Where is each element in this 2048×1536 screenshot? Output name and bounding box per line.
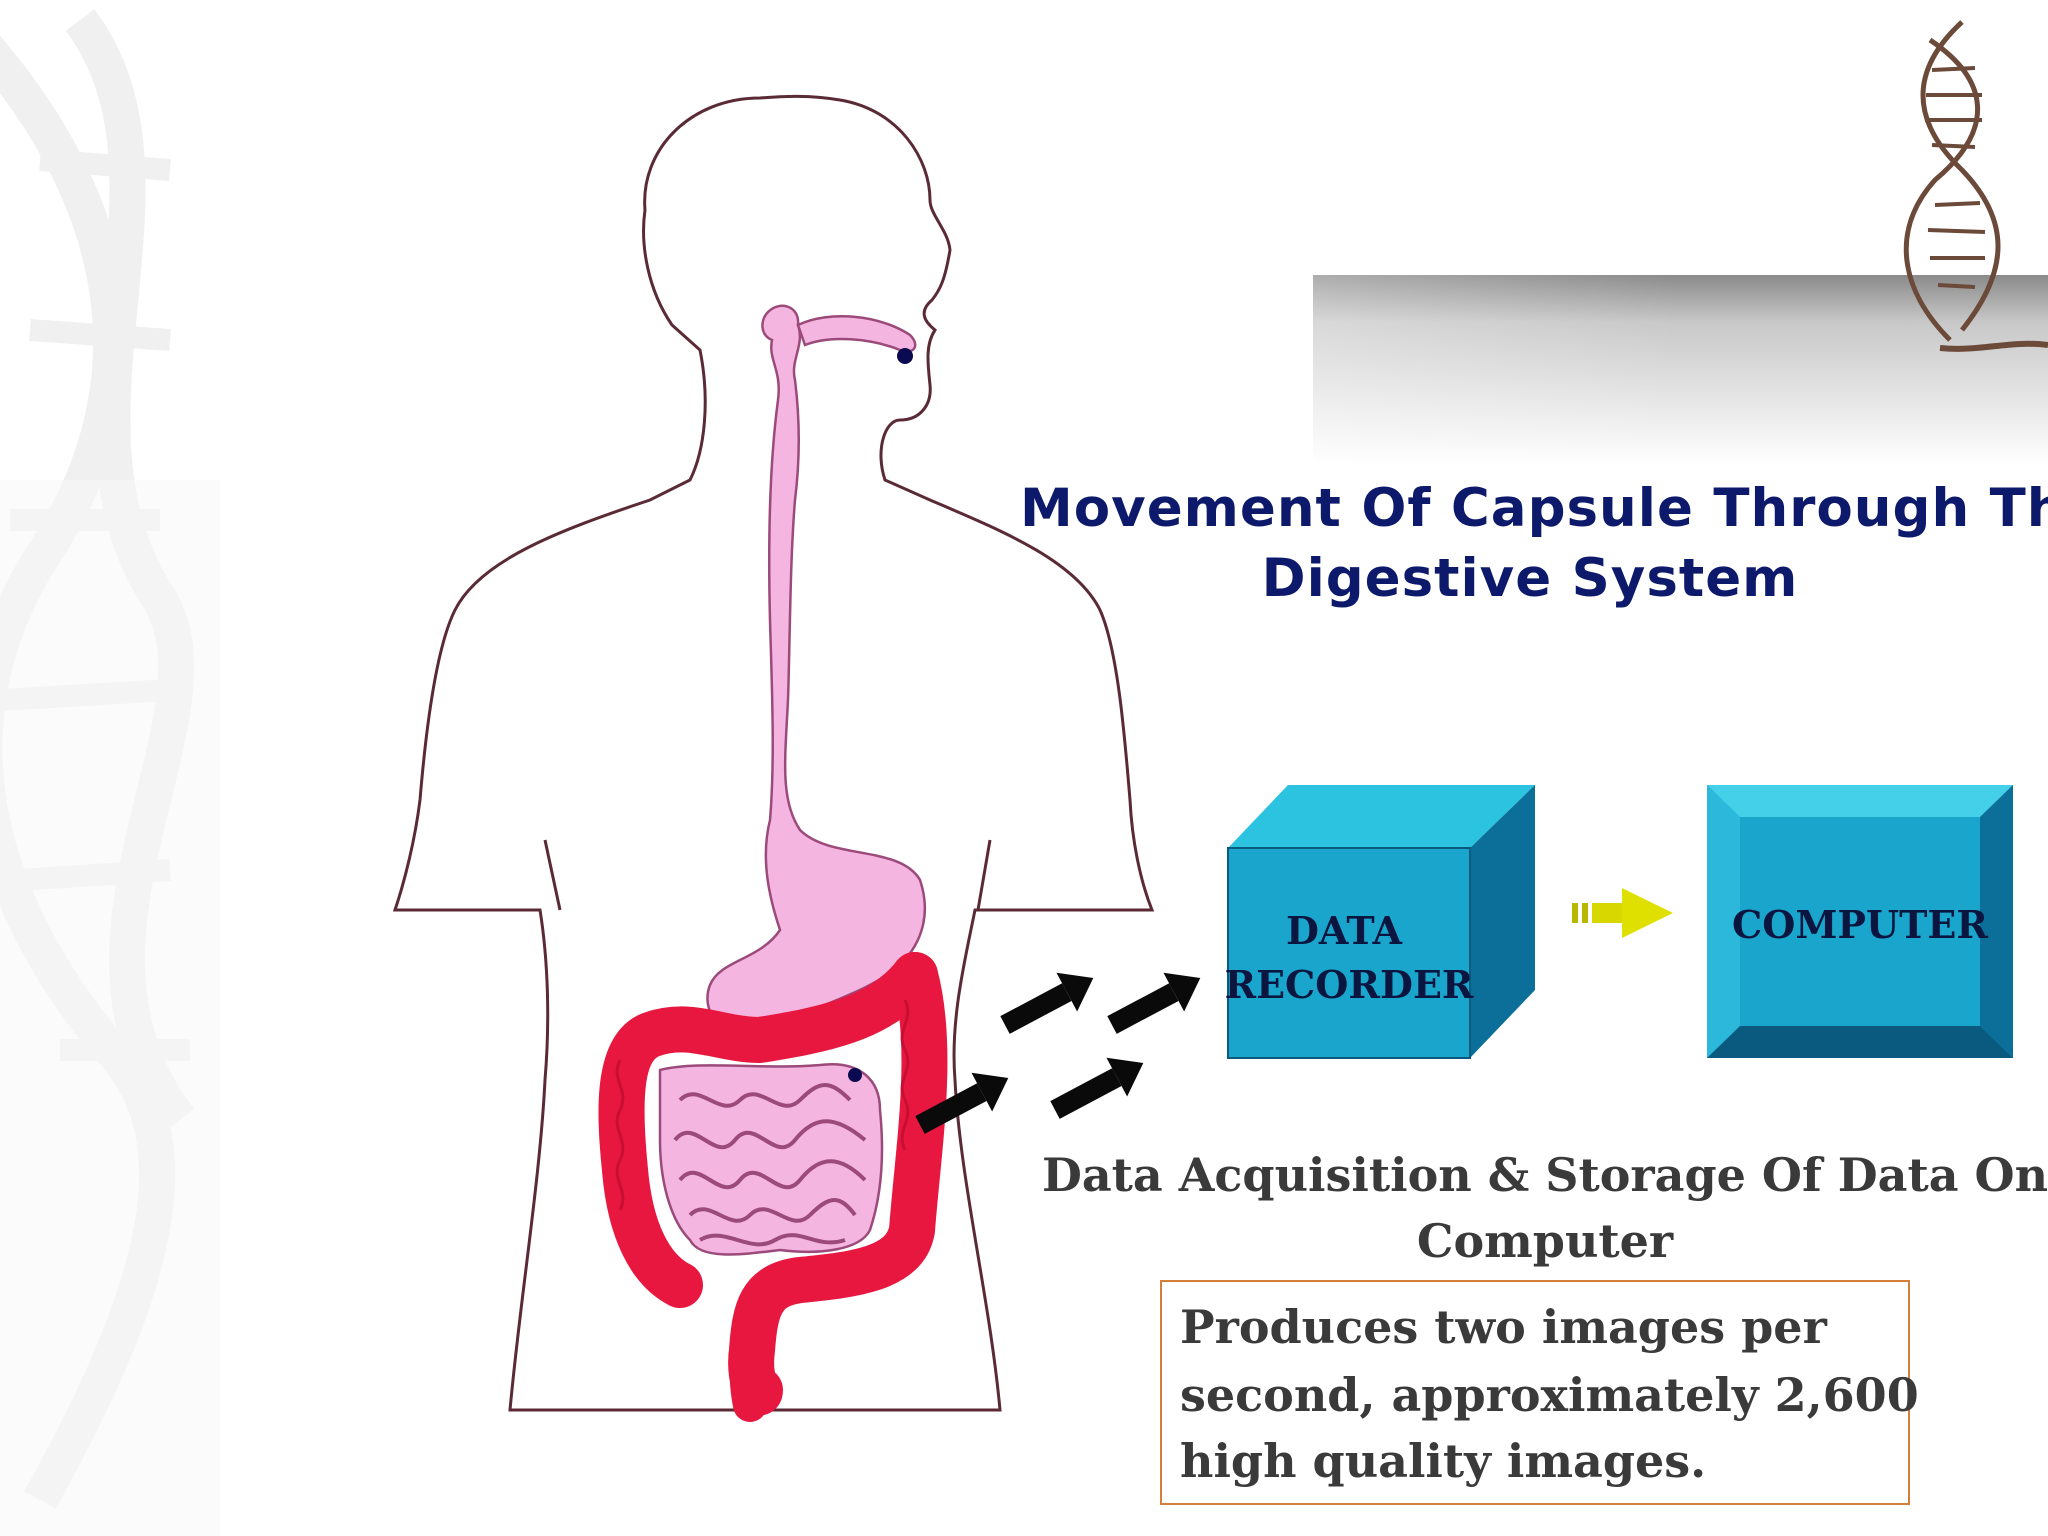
note-line-3: high quality images. — [1180, 1434, 1707, 1488]
caption-line-1: Data Acquisition & Storage Of Data On — [1041, 1148, 2048, 1202]
data-flow-arrow-icon — [1107, 972, 1201, 1034]
data-recorder-label-line-2: RECORDER — [1224, 962, 1474, 1007]
colon — [598, 952, 948, 1422]
slide-title-line-1: Movement Of Capsule Through The — [1020, 478, 2048, 539]
data-recorder-box — [1227, 785, 1535, 1059]
small-intestine — [658, 1062, 884, 1256]
data-flow-arrow-icon — [915, 1072, 1009, 1134]
data-flow-arrow-icon — [1000, 972, 1094, 1034]
capsule-dot-icon — [897, 348, 913, 364]
caption-line-2: Computer — [1416, 1214, 1674, 1268]
capsule-dot-icon — [848, 1068, 862, 1082]
note-line-1: Produces two images per — [1180, 1300, 1827, 1354]
data-flow-arrow-icon — [1050, 1057, 1144, 1119]
header-banner — [1313, 275, 2048, 465]
computer-box — [1707, 785, 2013, 1058]
note-line-2: second, approximately 2,600 — [1180, 1368, 1919, 1422]
slide-title-line-2: Digestive System — [1261, 548, 1799, 609]
transfer-arrow-icon — [1572, 888, 1673, 938]
data-flow-arrows — [915, 972, 1201, 1134]
computer-label: COMPUTER — [1732, 902, 1988, 947]
dna-helix-icon — [1903, 20, 2048, 352]
note-box: Produces two images per second, approxim… — [1160, 1280, 1919, 1505]
data-recorder-label-line-1: DATA — [1285, 908, 1403, 953]
